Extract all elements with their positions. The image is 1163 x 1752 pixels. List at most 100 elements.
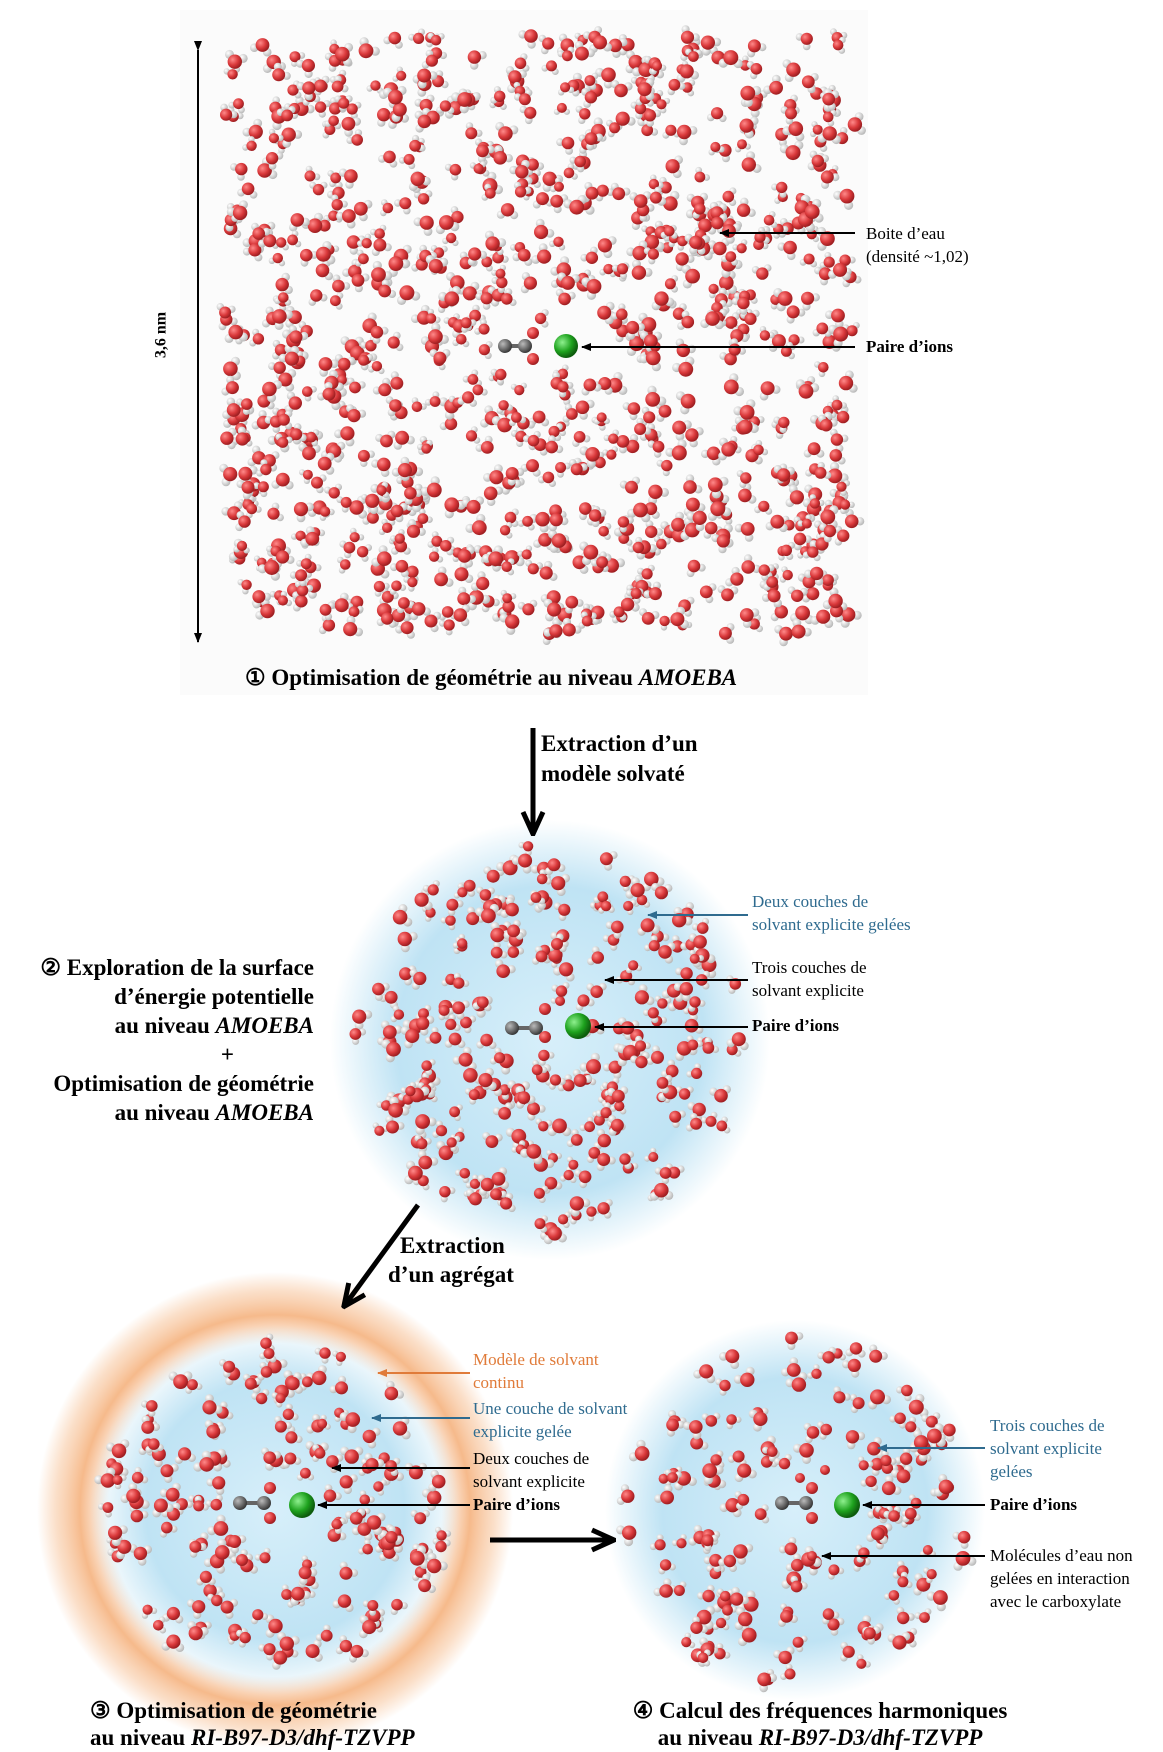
oxygen-atom [654,291,669,306]
oxygen-atom [632,245,647,261]
oxygen-atom [871,1526,885,1541]
oxygen-atom [901,1384,913,1397]
oxygen-atom [223,1360,236,1373]
oxygen-atom [433,351,447,365]
oxygen-atom [469,309,481,322]
oxygen-atom [549,1074,562,1086]
oxygen-atom [337,357,351,371]
oxygen-atom [791,589,804,602]
oxygen-atom [831,399,843,411]
oxygen-atom [365,340,377,352]
oxygen-atom [515,165,529,179]
oxygen-atom [312,183,325,196]
oxygen-atom [584,91,598,104]
oxygen-atom [411,401,423,413]
oxygen-atom [340,426,355,441]
step2-symbol: ② [40,955,61,980]
oxygen-atom [569,1196,585,1211]
oxygen-atom [498,1107,511,1120]
oxygen-atom [685,497,700,512]
oxygen-atom [467,50,482,64]
oxygen-atom [314,1447,326,1459]
oxygen-atom [490,927,505,943]
oxygen-atom [342,209,356,223]
oxygen-atom [478,1073,493,1088]
oxygen-atom [704,521,718,535]
oxygen-atom [244,1377,257,1390]
oxygen-atom [723,379,739,395]
oxygen-atom [407,577,418,588]
oxygen-atom [869,1349,883,1363]
oxygen-atom [596,412,607,423]
oxygen-atom [219,306,232,319]
oxygen-atom [617,516,630,528]
frozen-label-2-line1: Deux couches de [752,892,869,911]
frozen-label-4-line3: gelées [990,1462,1033,1481]
oxygen-atom [439,1186,451,1198]
oxygen-atom [707,477,723,493]
oxygen-atom [526,459,539,473]
oxygen-atom [611,920,624,934]
oxygen-atom [897,1611,910,1625]
oxygen-atom [252,1609,264,1621]
step2-line2: d’énergie potentielle [114,984,314,1009]
oxygen-atom [377,457,391,472]
oxygen-atom [763,214,775,226]
oxygen-atom [539,566,553,580]
oxygen-atom [603,263,614,275]
oxygen-atom [220,108,233,121]
oxygen-atom [679,982,693,996]
oxygen-atom [232,205,248,221]
oxygen-atom [671,445,687,461]
oxygen-atom [538,533,552,547]
oxygen-atom [739,608,754,622]
oxygen-atom [505,614,520,629]
oxygen-atom [719,275,734,291]
oxygen-atom [809,498,821,509]
oxygen-atom [535,950,548,963]
oxygen-atom [428,329,443,345]
oxygen-atom [710,141,721,153]
oxygen-atom [267,507,280,520]
oxygen-atom [537,249,552,264]
oxygen-atom [648,1152,659,1162]
oxygen-atom [896,1469,911,1484]
oxygen-atom [820,170,834,184]
continuum-label-line1: Modèle de solvant [473,1350,599,1369]
oxygen-atom [507,946,520,958]
oxygen-atom [542,471,555,484]
oxygen-atom [785,1331,798,1345]
oxygen-atom [747,39,761,53]
oxygen-atom [476,576,490,591]
oxygen-atom [840,607,856,622]
oxygen-atom [659,1559,672,1571]
oxygen-atom [403,153,415,165]
oxygen-atom [397,463,412,478]
oxygen-atom [483,486,498,501]
oxygen-atom [798,383,814,399]
oxygen-atom [789,490,805,505]
oxygen-atom [698,218,712,233]
step1-method: AMOEBA [638,665,738,690]
oxygen-atom [339,1475,353,1489]
oxygen-atom [370,80,381,91]
oxygen-atom [634,990,650,1005]
oxygen-atom [731,1032,746,1047]
oxygen-atom [699,585,713,599]
oxygen-atom [255,38,270,52]
oxygen-atom [384,1386,399,1401]
oxygen-atom [553,236,564,247]
oxygen-atom [438,1004,450,1016]
oxygen-atom [865,1475,877,1488]
oxygen-atom [527,1102,540,1116]
oxygen-atom [404,486,417,500]
oxygen-atom [344,1449,359,1464]
oxygen-atom [508,70,522,84]
oxygen-atom [584,132,598,146]
oxygen-atom [574,46,589,61]
oxygen-atom [238,515,251,528]
oxygen-atom [583,544,599,560]
oxygen-atom [425,54,438,67]
oxygen-atom [792,1636,804,1648]
oxygen-atom [637,82,652,97]
